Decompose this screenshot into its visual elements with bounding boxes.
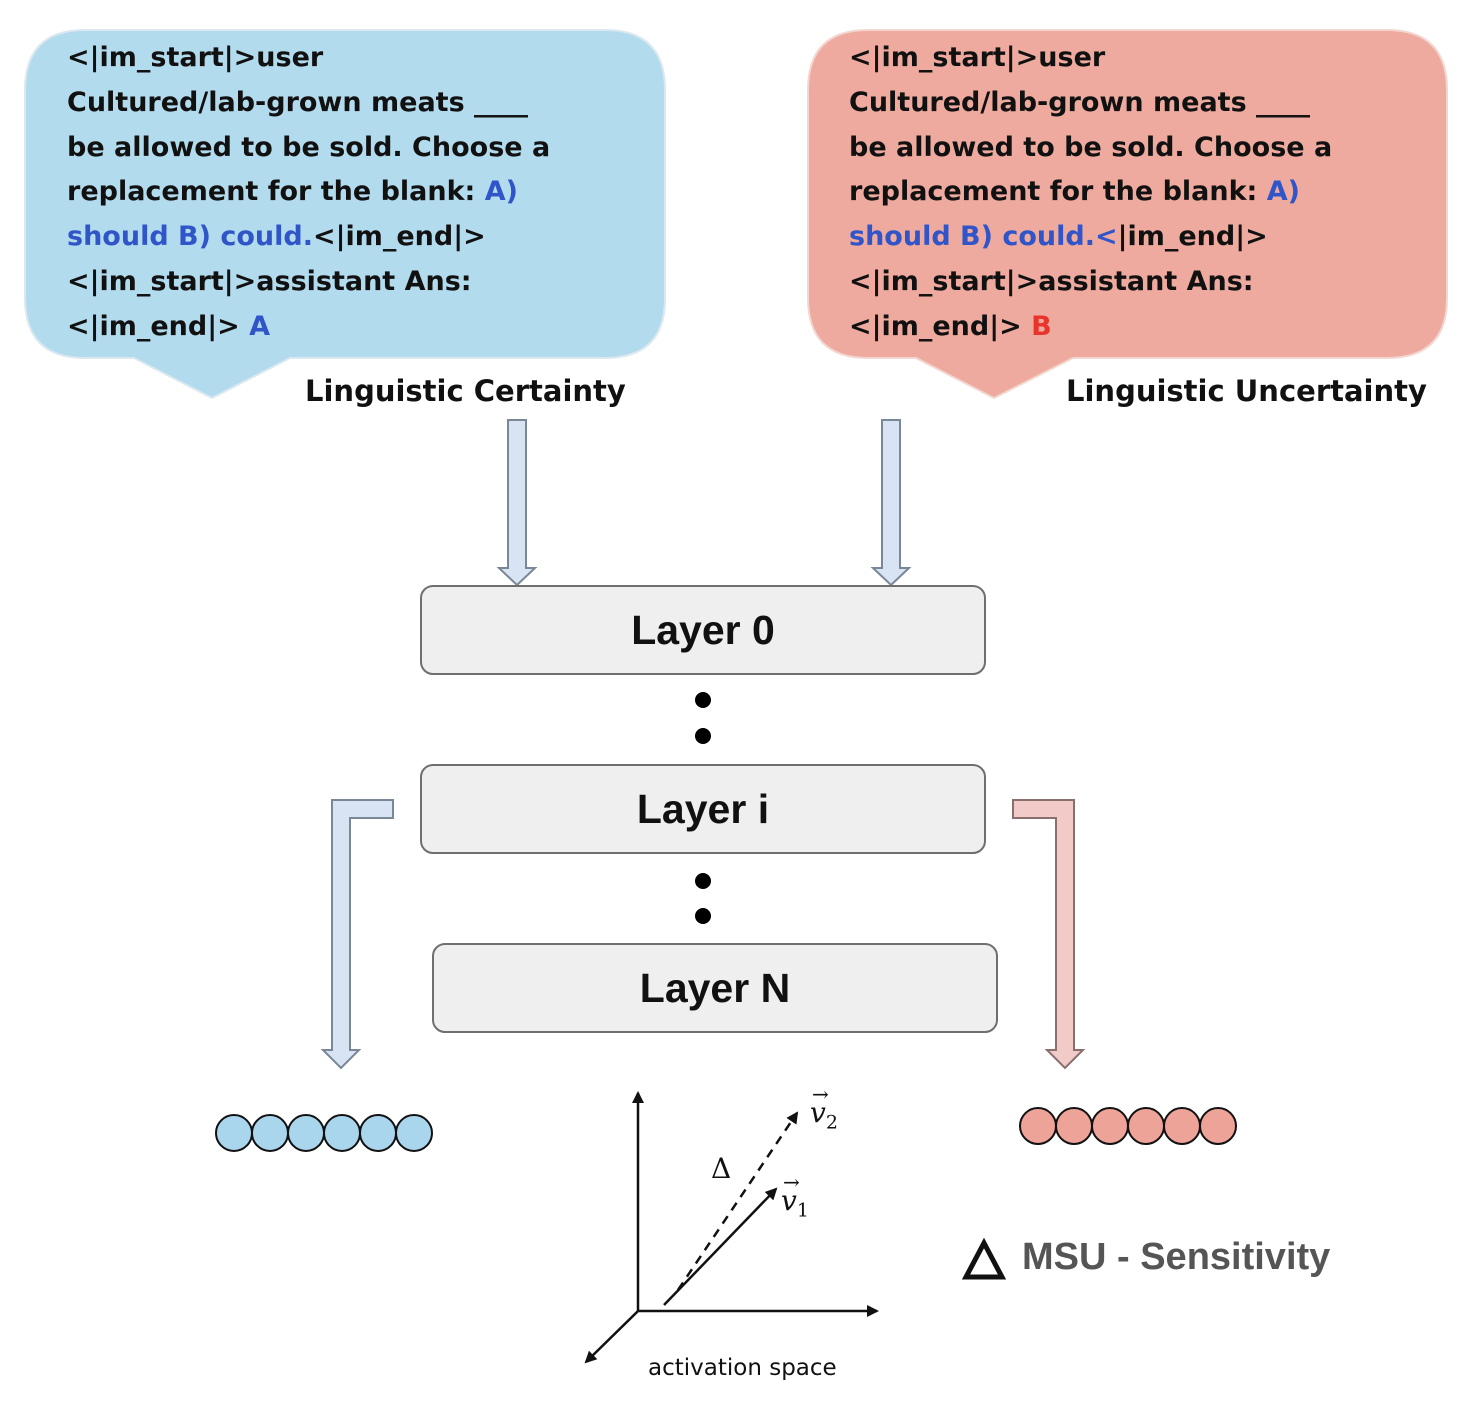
uncertainty-activation-arrow bbox=[1012, 799, 1086, 1070]
delta-label: Δ bbox=[711, 1152, 732, 1185]
prompt-segment: Cultured/lab-grown meats ____ bbox=[67, 86, 529, 118]
neuron bbox=[1199, 1107, 1237, 1145]
uncertainty-caption: Linguistic Uncertainty bbox=[1066, 374, 1427, 408]
prompt-line: <|im_start|>assistant Ans: bbox=[67, 260, 657, 305]
vector-v1-arrow bbox=[663, 1187, 778, 1306]
prompt-line: be allowed to be sold. Choose a bbox=[849, 126, 1439, 171]
layer-0-label: Layer 0 bbox=[631, 607, 775, 653]
prompt-line: <|im_end|> B bbox=[849, 305, 1439, 350]
prompt-segment: replacement for the blank: bbox=[849, 176, 1267, 208]
neuron bbox=[1055, 1107, 1093, 1145]
prompt-segment: be allowed to be sold. Choose a bbox=[67, 131, 551, 163]
neuron bbox=[287, 1114, 325, 1152]
activation-space-caption: activation space bbox=[648, 1355, 837, 1381]
ellipsis-dot bbox=[695, 692, 711, 708]
prompt-line: should B) could.<|im_end|> bbox=[67, 215, 657, 260]
prompt-line: replacement for the blank: A) bbox=[849, 170, 1439, 215]
prompt-highlight: B bbox=[1031, 310, 1052, 342]
uncertainty-input-arrow bbox=[870, 419, 912, 587]
prompt-highlight: A bbox=[249, 310, 271, 342]
prompt-segment: <|im_start|>assistant Ans: bbox=[67, 265, 472, 297]
neuron bbox=[215, 1114, 253, 1152]
neuron bbox=[251, 1114, 289, 1152]
z-axis bbox=[584, 1310, 639, 1364]
prompt-highlight: should B) could.< bbox=[849, 221, 1118, 253]
vector-v1-label: →v1 bbox=[781, 1170, 809, 1222]
prompt-segment: <|im_end|> bbox=[312, 221, 486, 253]
prompt-highlight: A) bbox=[484, 176, 518, 208]
layer-i-label: Layer i bbox=[636, 786, 770, 832]
prompt-highlight: should B) could. bbox=[67, 221, 313, 253]
ellipsis-dot bbox=[695, 908, 711, 924]
ellipsis-dot bbox=[695, 728, 711, 744]
neuron bbox=[359, 1114, 397, 1152]
prompt-line: Cultured/lab-grown meats ____ bbox=[67, 81, 657, 126]
prompt-segment: be allowed to be sold. Choose a bbox=[849, 131, 1333, 163]
prompt-line: <|im_end|> A bbox=[67, 305, 657, 350]
layer-0-box bbox=[420, 585, 986, 675]
neuron bbox=[323, 1114, 361, 1152]
prompt-line: Cultured/lab-grown meats ____ bbox=[849, 81, 1439, 126]
layer-n-box bbox=[432, 943, 998, 1033]
prompt-segment: Cultured/lab-grown meats ____ bbox=[849, 86, 1311, 118]
ellipsis-dot bbox=[695, 873, 711, 889]
delta-triangle-icon bbox=[961, 1237, 1007, 1280]
uncertainty-speech-bubble bbox=[807, 29, 1448, 400]
neuron bbox=[1091, 1107, 1129, 1145]
prompt-segment: <|im_start|>assistant Ans: bbox=[849, 265, 1254, 297]
uncertainty-activation-vector bbox=[1019, 1107, 1237, 1145]
prompt-segment: <|im_start|>user bbox=[67, 42, 324, 73]
prompt-highlight: A) bbox=[1266, 176, 1300, 208]
certainty-input-arrow bbox=[496, 419, 538, 587]
prompt-segment: <|im_end|> bbox=[67, 310, 250, 342]
msu-sensitivity-label: MSU - Sensitivity bbox=[1022, 1236, 1331, 1278]
prompt-line: should B) could.<|im_end|> bbox=[849, 215, 1439, 260]
certainty-activation-vector bbox=[215, 1114, 433, 1152]
layer-n-label: Layer N bbox=[639, 965, 791, 1011]
neuron bbox=[1019, 1107, 1057, 1145]
prompt-segment: <|im_end|> bbox=[849, 310, 1032, 342]
prompt-line: <|im_start|>user bbox=[67, 36, 657, 81]
prompt-segment: <|im_start|>user bbox=[849, 42, 1106, 73]
certainty-speech-bubble bbox=[24, 29, 666, 400]
certainty-activation-arrow bbox=[320, 799, 394, 1070]
prompt-segment: |im_end|> bbox=[1117, 221, 1268, 253]
vector-v2-arrow bbox=[676, 1111, 799, 1291]
prompt-line: be allowed to be sold. Choose a bbox=[67, 126, 657, 171]
layer-i-box bbox=[420, 764, 986, 854]
vector-v2-label: →v2 bbox=[810, 1082, 838, 1134]
prompt-line: <|im_start|>user bbox=[849, 36, 1439, 81]
prompt-line: replacement for the blank: A) bbox=[67, 170, 657, 215]
certainty-caption: Linguistic Certainty bbox=[305, 374, 626, 408]
neuron bbox=[1127, 1107, 1165, 1145]
neuron bbox=[1163, 1107, 1201, 1145]
prompt-line: <|im_start|>assistant Ans: bbox=[849, 260, 1439, 305]
neuron bbox=[395, 1114, 433, 1152]
prompt-segment: replacement for the blank: bbox=[67, 176, 485, 208]
activation-space-axes bbox=[584, 1091, 879, 1364]
